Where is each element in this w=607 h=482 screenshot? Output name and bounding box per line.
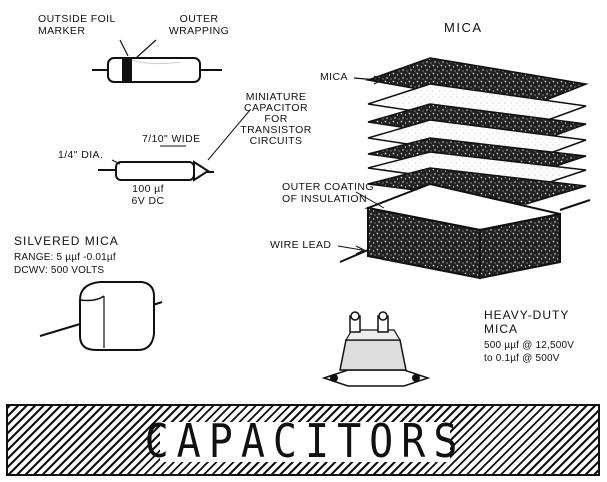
label-miniature-4: TRANSISTOR: [240, 124, 312, 136]
label-cap-value-2: 6V DC: [131, 195, 165, 207]
title-box: CAPACITORS: [145, 416, 458, 469]
label-heavy-specs-2: to 0.1µf @ 500V: [484, 353, 560, 364]
label-silvered-range: RANGE: 5 µµf -0.01µf: [14, 252, 116, 263]
miniature-capacitor: [98, 109, 251, 182]
label-miniature-2: CAPACITOR: [244, 102, 308, 114]
label-outer-wrapping-2: WRAPPING: [168, 25, 230, 37]
label-outer-coating-2: OF INSULATION: [282, 193, 367, 205]
label-heavy-duty-1: HEAVY-DUTY: [484, 308, 570, 322]
banner-title: CAPACITORS: [144, 415, 466, 469]
label-outside-foil-marker-1: OUTSIDE FOIL: [38, 13, 116, 25]
paper-capacitor: [92, 39, 222, 83]
label-miniature-5: CIRCUITS: [249, 135, 303, 147]
label-wide: 7/10" WIDE: [142, 133, 201, 145]
heavy-duty-mica-capacitor: [321, 311, 431, 387]
label-outer-wrapping-1: OUTER: [179, 13, 219, 25]
silvered-mica-capacitor: [39, 281, 163, 351]
capacitor-illustrations: [39, 39, 591, 387]
label-cap-value-1: 100 µf: [132, 183, 164, 195]
mica-stack: [353, 57, 589, 205]
label-miniature-1: MINIATURE: [245, 91, 307, 103]
title-banner: CAPACITORS: [6, 404, 600, 476]
label-heavy-specs-1: 500 µµf @ 12,500V: [484, 340, 575, 351]
label-outer-coating-1: OUTER COATING: [282, 181, 374, 193]
label-dia: 1/4" DIA.: [58, 149, 104, 161]
label-silvered-dcwv: DCWV: 500 VOLTS: [14, 265, 105, 276]
label-silvered-mica: SILVERED MICA: [14, 234, 119, 248]
label-wire-lead: WIRE LEAD: [270, 239, 332, 251]
label-outside-foil-marker-2: MARKER: [38, 25, 86, 37]
label-heavy-duty-2: MICA: [484, 322, 518, 336]
mica-title: MICA: [444, 20, 483, 35]
label-mica-layer: MICA: [320, 71, 348, 83]
mica-block: [337, 182, 591, 280]
label-miniature-3: FOR: [264, 113, 288, 125]
